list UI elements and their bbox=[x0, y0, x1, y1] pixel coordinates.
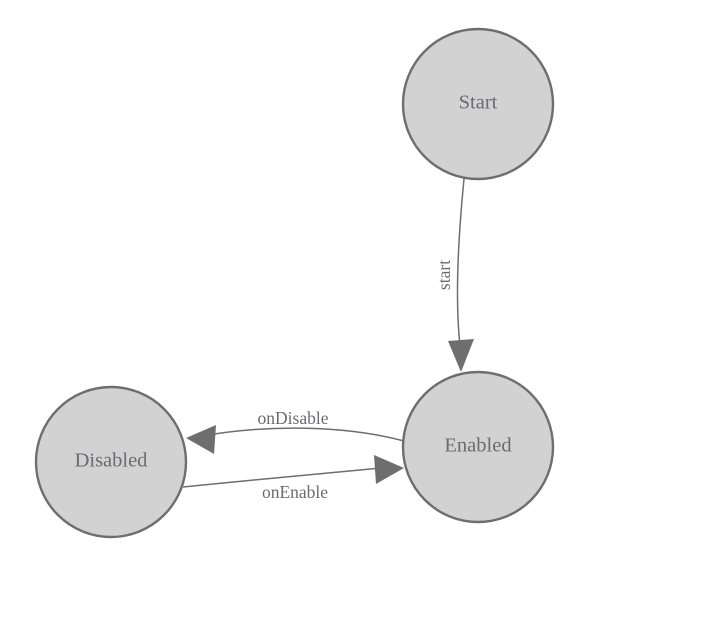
state-node-enabled-circle bbox=[401, 370, 555, 524]
edge-on-disable-arrowhead bbox=[186, 425, 216, 454]
edge-on-enable[interactable]: onEnable bbox=[182, 455, 404, 502]
state-node-disabled[interactable]: Disabled bbox=[34, 385, 188, 539]
edge-start[interactable]: start bbox=[434, 178, 474, 372]
edge-start-path bbox=[456, 178, 465, 346]
edge-start-label: start bbox=[434, 260, 454, 290]
state-node-disabled-circle bbox=[34, 385, 188, 539]
edge-start-arrowhead bbox=[448, 339, 474, 372]
state-node-enabled-label: Enabled bbox=[444, 435, 511, 457]
edge-on-enable-arrowhead bbox=[374, 455, 404, 484]
state-node-start-circle bbox=[401, 27, 555, 181]
state-node-disabled-label: Disabled bbox=[75, 450, 148, 472]
state-node-start-label: Start bbox=[459, 92, 498, 114]
state-node-start[interactable]: Start bbox=[401, 27, 555, 181]
edge-on-disable-path bbox=[195, 427, 405, 442]
edge-on-enable-label: onEnable bbox=[262, 482, 328, 502]
edge-on-disable[interactable]: onDisable bbox=[186, 408, 405, 454]
state-node-enabled[interactable]: Enabled bbox=[401, 370, 555, 524]
edge-on-enable-path bbox=[182, 467, 382, 488]
edge-on-disable-label: onDisable bbox=[258, 408, 329, 428]
